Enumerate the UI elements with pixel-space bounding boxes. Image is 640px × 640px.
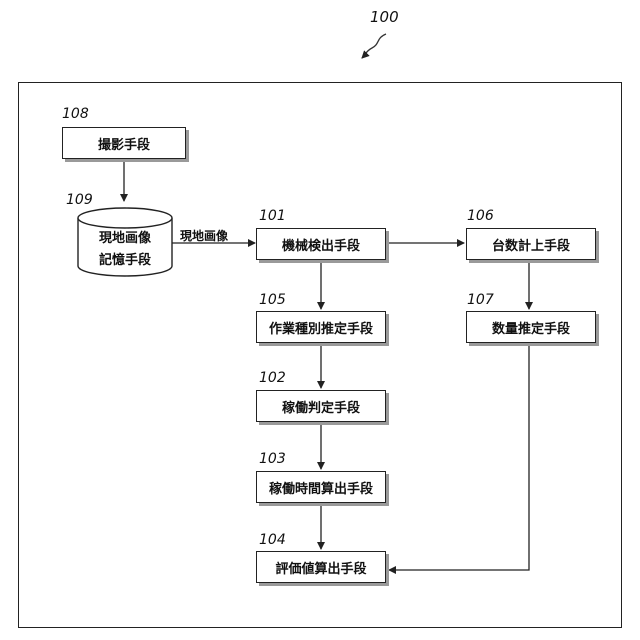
node-operation-judgment: 稼働判定手段 [256, 390, 386, 422]
node-109-label-line2: 記憶手段 [78, 250, 172, 272]
ref-101: 101 [259, 208, 286, 224]
node-107-label: 数量推定手段 [492, 318, 570, 337]
ref-107: 107 [467, 292, 494, 308]
ref-102: 102 [259, 370, 286, 386]
node-101-label: 機械検出手段 [282, 235, 360, 254]
node-imaging-means: 撮影手段 [62, 127, 186, 159]
ref-103: 103 [259, 451, 286, 467]
ref-109: 109 [66, 192, 93, 208]
edge-109-101-label: 現地画像 [180, 227, 228, 244]
node-106-label: 台数計上手段 [492, 235, 570, 254]
ref-108: 108 [62, 106, 89, 122]
node-104-label: 評価値算出手段 [275, 558, 366, 577]
node-evaluation-value-calc: 評価値算出手段 [256, 551, 386, 583]
node-machine-detection: 機械検出手段 [256, 228, 386, 260]
figure-pointer-arrow [362, 34, 386, 58]
node-unit-count: 台数計上手段 [466, 228, 596, 260]
node-work-type-estimation: 作業種別推定手段 [256, 311, 386, 343]
node-103-label: 稼働時間算出手段 [269, 478, 373, 497]
node-102-label: 稼働判定手段 [282, 397, 360, 416]
node-108-label: 撮影手段 [98, 134, 150, 153]
ref-104: 104 [259, 532, 286, 548]
node-109-text: 現地画像 記憶手段 [78, 228, 172, 272]
ref-106: 106 [467, 208, 494, 224]
edge-107-104 [389, 343, 529, 570]
node-105-label: 作業種別推定手段 [269, 318, 373, 337]
node-109-label-line1: 現地画像 [78, 228, 172, 250]
node-quantity-estimation: 数量推定手段 [466, 311, 596, 343]
ref-105: 105 [259, 292, 286, 308]
node-operation-time-calc: 稼働時間算出手段 [256, 471, 386, 503]
